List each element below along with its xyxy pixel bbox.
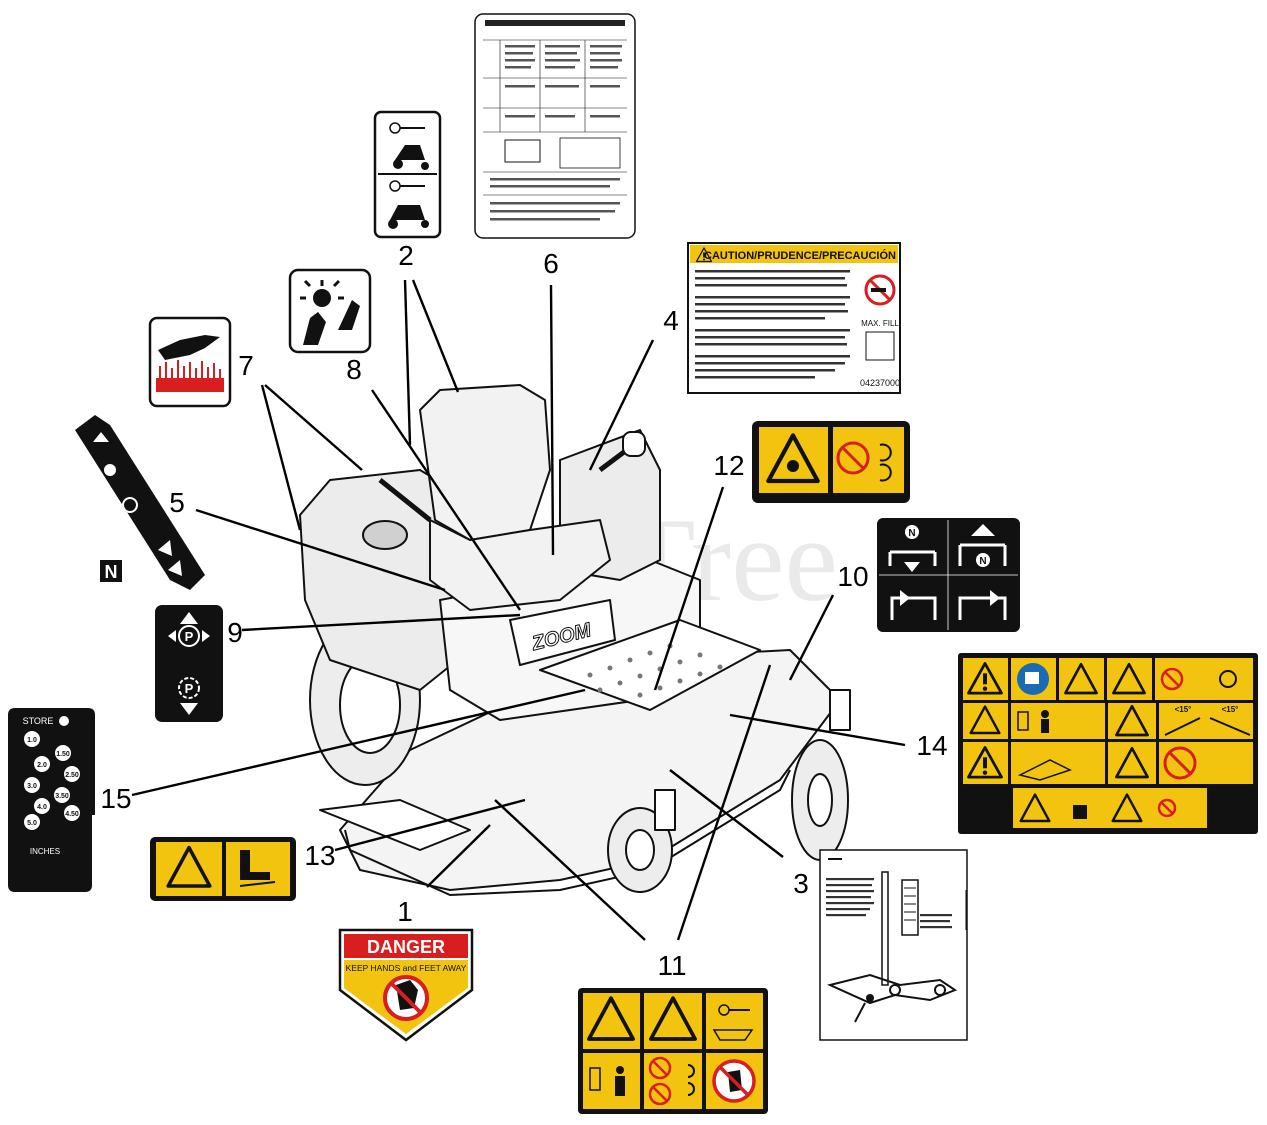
callout-2: 2 bbox=[398, 240, 414, 271]
decal-4-title: CAUTION/PRUDENCE/PRECAUCIÓN bbox=[704, 249, 896, 262]
callout-15: 15 bbox=[100, 783, 131, 814]
callout-8: 8 bbox=[346, 354, 362, 385]
decal-5-throttle: N bbox=[75, 415, 205, 590]
hoc-5: 3.0 bbox=[27, 783, 37, 790]
decal-15-store: STORE bbox=[23, 716, 54, 726]
callout-9: 9 bbox=[227, 617, 243, 648]
decal-14-slope-left: <15° bbox=[1175, 705, 1192, 714]
no-passenger-icon bbox=[1163, 746, 1197, 780]
hand-heat-icon bbox=[158, 335, 220, 360]
decal-5-neutral: N bbox=[105, 562, 118, 582]
leader-lines bbox=[131, 279, 906, 941]
decal-15-units: INCHES bbox=[30, 847, 60, 856]
hoc-3: 2.0 bbox=[37, 762, 47, 769]
decal-15-height-of-cut: STORE 1.0 1.50 2.0 2.50 3.0 3.50 4.0 4.5… bbox=[8, 708, 95, 892]
decal-1-danger: DANGER KEEP HANDS and FEET AWAY bbox=[338, 928, 474, 1042]
decal-8-entanglement bbox=[288, 268, 372, 354]
decal-2-seat-mower bbox=[373, 110, 442, 239]
decal-7-hot-surface bbox=[148, 316, 232, 408]
callout-10: 10 bbox=[837, 561, 868, 592]
decal-12-pinch-rotate bbox=[752, 421, 910, 503]
decal-10-n1: N bbox=[908, 528, 915, 539]
hoc-8: 4.50 bbox=[65, 811, 79, 818]
decal-14-safety-grid: <15° <15° bbox=[958, 653, 1258, 834]
callout-12: 12 bbox=[713, 450, 744, 481]
decal-11-safety-grid bbox=[578, 988, 768, 1114]
svg-text:P: P bbox=[185, 629, 194, 644]
decal-3-spring-length bbox=[819, 849, 968, 1041]
hoc-2: 1.50 bbox=[56, 751, 70, 758]
mower-illustration: ZOOM bbox=[299, 384, 851, 896]
hoc-4: 2.50 bbox=[65, 772, 79, 779]
callout-3: 3 bbox=[793, 868, 809, 899]
callout-6: 6 bbox=[543, 248, 559, 279]
decal-4-part-number: 04237000 bbox=[860, 378, 900, 388]
callout-11: 11 bbox=[657, 950, 686, 981]
decal-1-subtitle: KEEP HANDS and FEET AWAY bbox=[346, 963, 467, 973]
callout-5: 5 bbox=[169, 487, 185, 518]
callout-7: 7 bbox=[238, 350, 254, 381]
decal-14-slope-right: <15° bbox=[1222, 705, 1239, 714]
foot-blade-icon bbox=[240, 850, 270, 880]
decal-4-caution-fuel: CAUTION/PRUDENCE/PRECAUCIÓN MAX. FILL 04… bbox=[687, 242, 901, 394]
decal-4-max-fill: MAX. FILL bbox=[861, 319, 899, 328]
decal-13-foot-blade bbox=[150, 837, 296, 901]
decal-10-drive-controls: N N bbox=[877, 518, 1020, 632]
decal-9-parking-brake: P P bbox=[155, 605, 223, 722]
decal-6-maintenance-chart bbox=[474, 13, 636, 239]
no-access-icon bbox=[836, 441, 870, 475]
hoc-6: 3.50 bbox=[55, 793, 69, 800]
decal-10-n2: N bbox=[979, 556, 986, 567]
parking-brake-icon bbox=[178, 625, 200, 647]
callout-14: 14 bbox=[916, 730, 947, 761]
hoc-1: 1.0 bbox=[27, 737, 37, 744]
svg-text:P: P bbox=[185, 681, 194, 696]
hoc-9: 5.0 bbox=[27, 820, 37, 827]
callout-numbers: 1 2 3 4 5 6 7 8 9 10 11 12 13 14 15 bbox=[100, 240, 947, 981]
callout-4: 4 bbox=[663, 305, 679, 336]
callout-1: 1 bbox=[397, 896, 413, 927]
decal-1-title: DANGER bbox=[367, 937, 445, 957]
callout-13: 13 bbox=[304, 840, 335, 871]
hoc-7: 4.0 bbox=[37, 804, 47, 811]
